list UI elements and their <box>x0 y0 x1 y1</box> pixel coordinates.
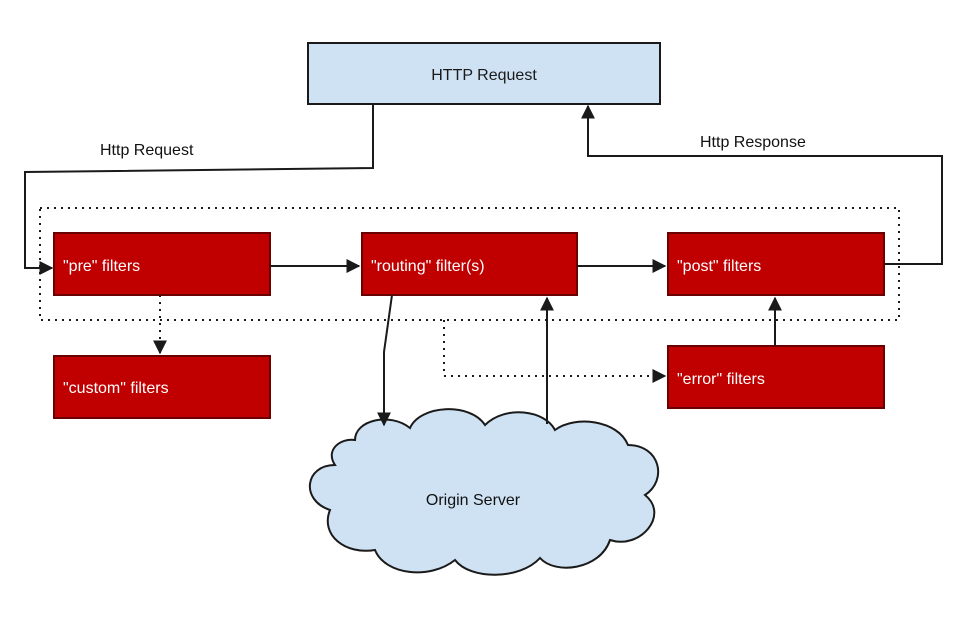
filter-pipeline-boundary <box>39 207 900 321</box>
custom-filters-box: "custom" filters <box>53 355 271 419</box>
to-error-dotted-arrow <box>443 320 667 383</box>
request-connector <box>24 104 374 275</box>
post-filters-box: "post" filters <box>667 232 885 296</box>
request-edge-label: Http Request <box>100 142 194 159</box>
origin-server-label: Origin Server <box>426 492 521 509</box>
custom-filters-label: "custom" filters <box>63 380 169 397</box>
pre-filters-box: "pre" filters <box>53 232 271 296</box>
routing-to-origin-arrow <box>377 294 393 427</box>
http-request-box-label: HTTP Request <box>431 67 537 84</box>
routing-filters-box: "routing" filter(s) <box>361 232 578 296</box>
origin-server-cloud: Origin Server <box>309 408 660 576</box>
post-filters-label: "post" filters <box>677 258 761 275</box>
routing-filters-label: "routing" filter(s) <box>371 258 485 275</box>
response-edge-label: Http Response <box>700 134 806 151</box>
pre-filters-label: "pre" filters <box>63 258 140 275</box>
error-filters-label: "error" filters <box>677 371 765 388</box>
http-request-box: HTTP Request <box>307 42 661 105</box>
response-connector <box>581 104 943 265</box>
error-filters-box: "error" filters <box>667 345 885 409</box>
